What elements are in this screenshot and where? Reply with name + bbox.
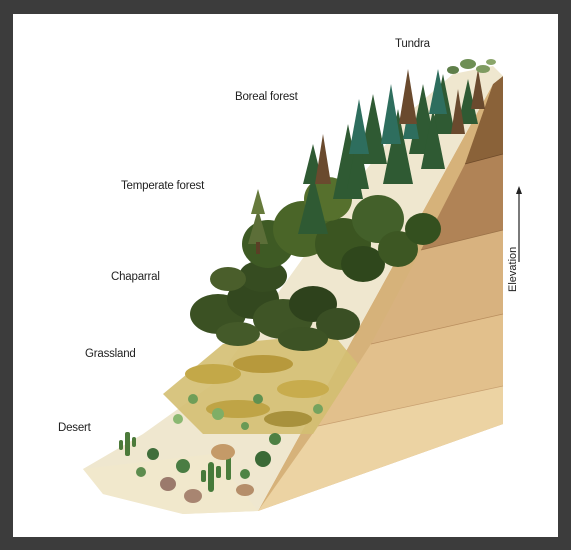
label-chaparral: Chaparral xyxy=(111,271,160,283)
figure-frame: Tundra Boreal forest Temperate forest Ch… xyxy=(13,14,558,537)
boreal-forest-vegetation xyxy=(298,69,485,234)
label-tundra: Tundra xyxy=(395,38,430,50)
elevation-arrow xyxy=(516,186,522,262)
label-boreal-forest: Boreal forest xyxy=(235,91,298,103)
elevation-biomes-illustration xyxy=(83,59,522,514)
label-grassland: Grassland xyxy=(85,348,136,360)
grassland-vegetation xyxy=(163,334,358,434)
tundra-vegetation xyxy=(447,59,496,74)
label-temperate-forest: Temperate forest xyxy=(121,180,205,192)
chaparral-vegetation xyxy=(190,260,360,351)
label-desert: Desert xyxy=(58,422,91,434)
elevation-label: Elevation xyxy=(507,246,519,292)
desert-vegetation xyxy=(119,432,281,503)
